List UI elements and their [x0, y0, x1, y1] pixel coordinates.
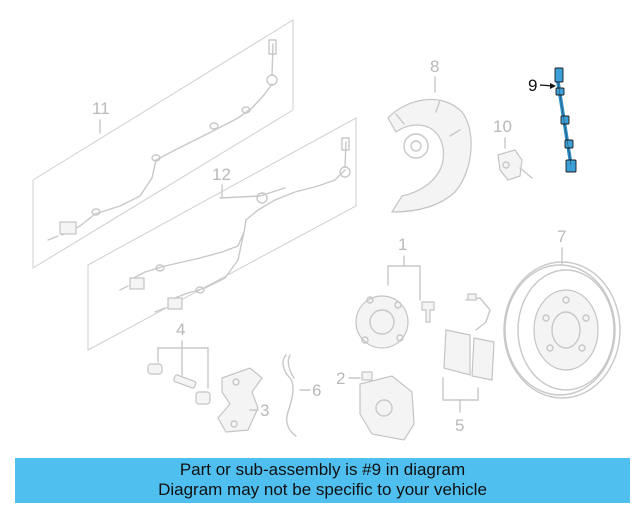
parts-diagram: 11 12 8 10 9 [32, 19, 621, 441]
callout-9: 9 [528, 76, 537, 95]
part-8-splash-shield[interactable]: 8 [387, 57, 472, 213]
part-6-spring[interactable]: 6 [282, 354, 321, 437]
callout-7: 7 [557, 227, 566, 246]
part-11-sensor-panel[interactable]: 11 [32, 19, 294, 269]
callout-6: 6 [312, 381, 321, 400]
part-9-brake-hose[interactable]: 9 [528, 67, 577, 173]
callout-12: 12 [212, 165, 231, 184]
callout-11: 11 [92, 99, 110, 118]
part-5-brake-pads[interactable]: 5 [442, 293, 495, 435]
callout-3: 3 [260, 401, 269, 420]
callout-2: 2 [336, 369, 345, 388]
info-banner: Part or sub-assembly is #9 in diagram Di… [15, 458, 630, 503]
callout-5: 5 [455, 416, 464, 435]
part-10-sensor[interactable]: 10 [493, 117, 533, 181]
part-2-caliper[interactable]: 2 [336, 369, 415, 441]
banner-line-1: Part or sub-assembly is #9 in diagram [179, 460, 466, 479]
part-7-brake-rotor[interactable]: 7 [503, 227, 621, 399]
part-12-sensor-panel[interactable]: 12 [87, 117, 357, 351]
banner-line-2: Diagram may not be specific to your vehi… [158, 480, 487, 499]
part-3-caliper-bracket[interactable]: 3 [217, 367, 269, 433]
callout-4: 4 [176, 320, 185, 339]
part-1-hub[interactable]: 1 [355, 235, 435, 349]
callout-1: 1 [398, 235, 407, 254]
callout-8: 8 [430, 57, 439, 76]
callout-10: 10 [493, 117, 512, 136]
part-4-guide-pins[interactable]: 4 [147, 320, 211, 405]
